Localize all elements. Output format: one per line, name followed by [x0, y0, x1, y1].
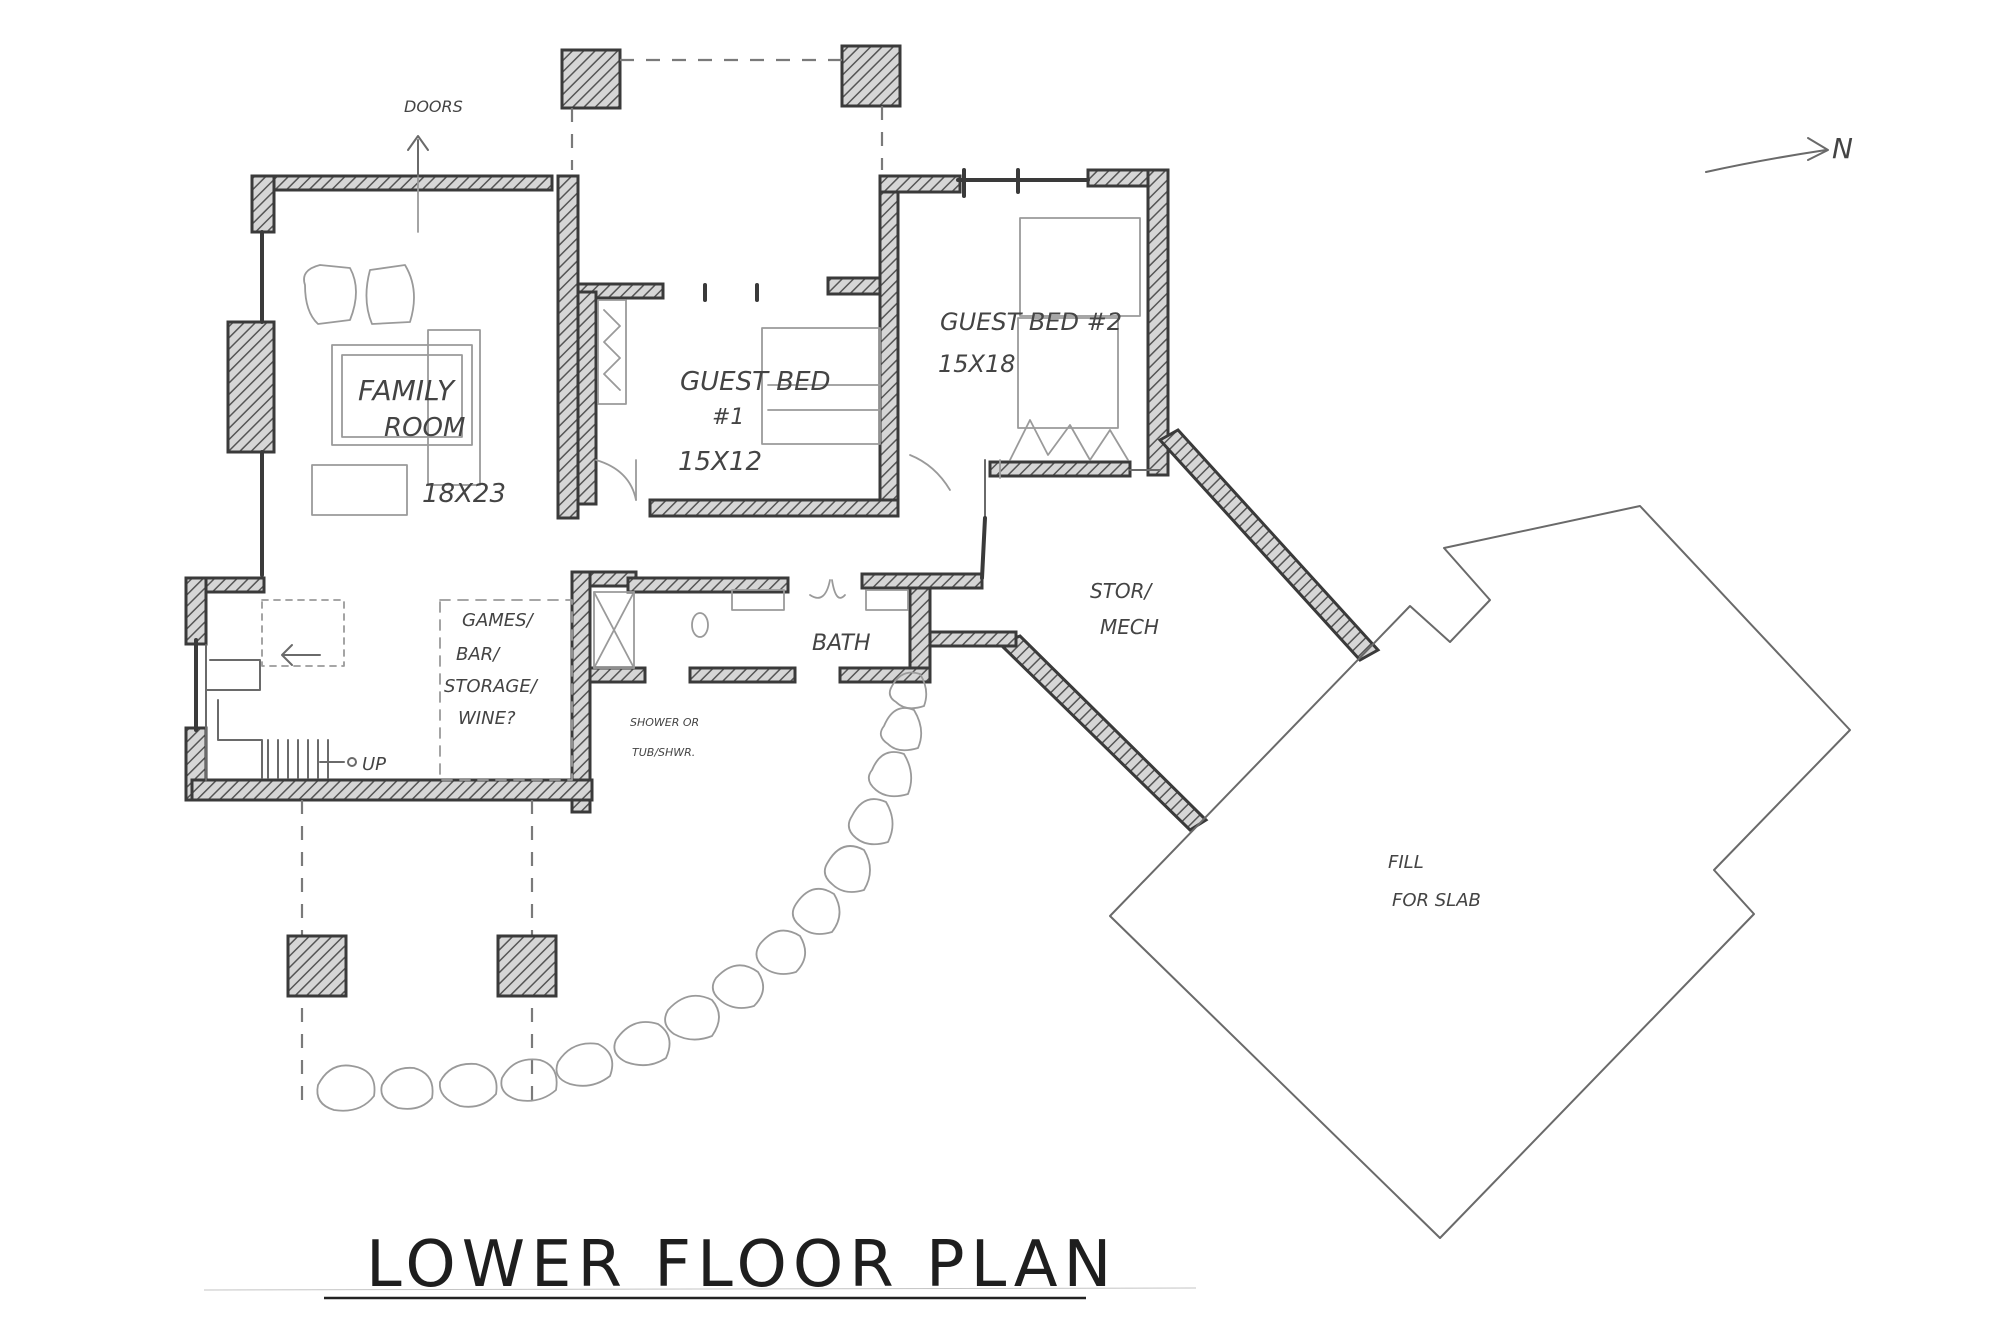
bath-walls: [570, 516, 987, 814]
guest-bed-1-size: 15X12: [678, 447, 762, 477]
bath-label: BATH: [812, 631, 871, 656]
family-room-walls: [184, 174, 580, 802]
baseline: [203, 1287, 1197, 1291]
stor-mech-label-line2: MECH: [1100, 615, 1159, 639]
column: [286, 934, 348, 998]
games-label-line1: GAMES/: [462, 610, 535, 631]
guest-bed-1-label: GUEST BED: [680, 367, 831, 397]
family-room-furniture: [303, 135, 481, 516]
column: [496, 934, 558, 998]
lower-porch: [286, 800, 558, 1100]
angled-walls: [924, 428, 1381, 832]
column: [560, 48, 622, 110]
shower-note-line1: SHOWER OR: [630, 716, 699, 729]
north-label: N: [1832, 132, 1853, 165]
plan-title: LOWER FLOOR PLAN: [366, 1228, 1117, 1302]
family-room-label-line1: FAMILY: [358, 374, 456, 407]
column: [840, 44, 902, 108]
fill-label-line1: FILL: [1388, 852, 1424, 873]
games-label-line4: WINE?: [458, 708, 516, 729]
stor-mech-label-line1: STOR/: [1090, 579, 1154, 603]
guest-bed-1-walls: [576, 174, 900, 518]
guest-bed-1-number: #1: [712, 405, 744, 430]
guest-bed-2-walls: [878, 168, 1170, 519]
guest-bed-2-size: 15X18: [938, 350, 1016, 378]
guest-bed-2-label: GUEST BED #2: [940, 308, 1122, 336]
games-label-line3: STORAGE/: [444, 676, 539, 697]
shower-note-line2: TUB/SHWR.: [632, 746, 695, 759]
north-arrow: [1705, 137, 1829, 173]
fill-label-line2: FOR SLAB: [1392, 890, 1481, 911]
family-room-size: 18X23: [422, 479, 506, 509]
games-label-line2: BAR/: [456, 644, 501, 665]
doors-label: DOORS: [404, 97, 463, 116]
family-room-label-line2: ROOM: [384, 413, 465, 443]
upper-porch: [560, 44, 902, 170]
stone-path: [316, 671, 928, 1112]
fill-for-slab: [1109, 505, 1851, 1239]
stair-area: [190, 599, 594, 802]
stair-up-label: UP: [362, 754, 386, 775]
